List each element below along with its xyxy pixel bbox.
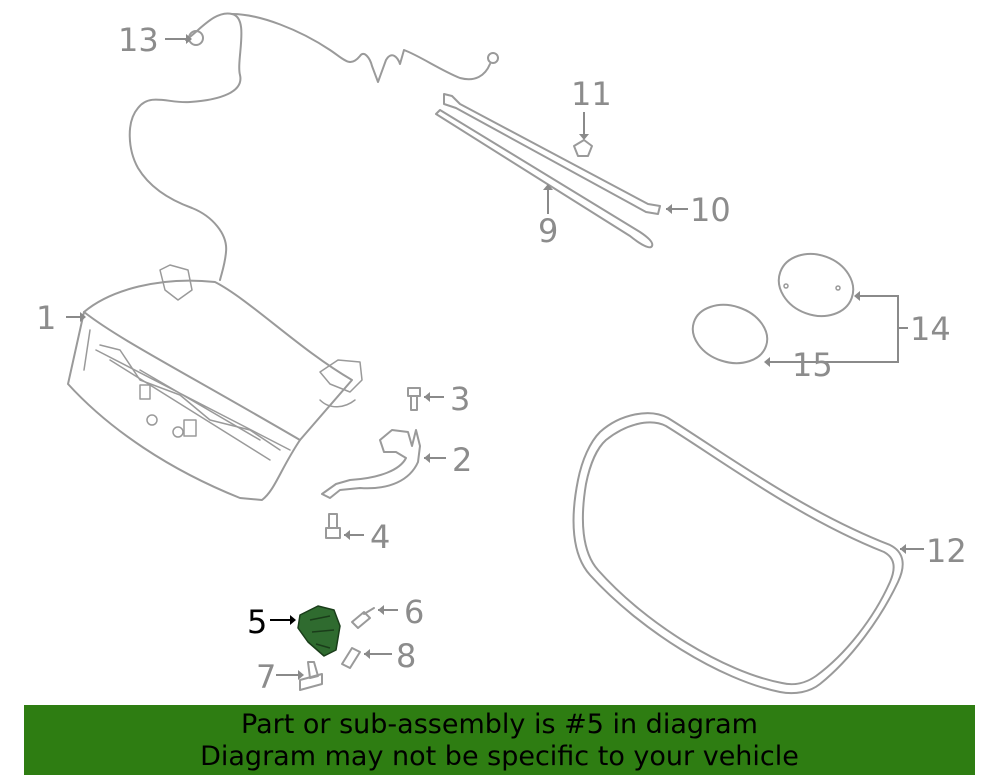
callout-13: 13 — [118, 21, 159, 59]
leader-14-15 — [770, 295, 908, 363]
callout-8: 8 — [396, 637, 416, 675]
clip-11 — [573, 139, 593, 157]
banner-line-2: Diagram may not be specific to your vehi… — [200, 741, 799, 772]
hinge — [321, 429, 421, 499]
callout-12: 12 — [926, 532, 967, 570]
callout-10: 10 — [690, 191, 731, 229]
bolt-8 — [341, 647, 361, 669]
callout-6: 6 — [404, 593, 424, 631]
plug-15 — [691, 303, 769, 365]
callout-4: 4 — [370, 518, 390, 556]
callout-1: 1 — [36, 299, 56, 337]
bolt-3 — [407, 387, 421, 411]
wiring-harness — [128, 12, 499, 281]
cable-10 — [443, 93, 661, 215]
callout-3: 3 — [450, 380, 470, 418]
callout-11: 11 — [571, 75, 612, 113]
callout-14: 14 — [910, 310, 951, 348]
callout-7: 7 — [256, 658, 276, 696]
banner-line-1: Part or sub-assembly is #5 in diagram — [241, 709, 758, 740]
bolt-4 — [325, 513, 341, 539]
cable-9 — [435, 109, 654, 249]
callout-2: 2 — [452, 441, 472, 479]
latch-highlighted — [297, 605, 341, 657]
weatherstrip — [572, 412, 904, 695]
stud-7 — [299, 661, 323, 691]
callout-5: 5 — [247, 603, 267, 641]
plug-14 — [777, 252, 855, 318]
disclaimer-banner: Part or sub-assembly is #5 in diagram Di… — [24, 705, 975, 775]
callout-9: 9 — [538, 212, 558, 250]
bolt-6 — [351, 607, 375, 629]
trunk-lid — [67, 264, 363, 501]
callout-15: 15 — [792, 346, 833, 384]
